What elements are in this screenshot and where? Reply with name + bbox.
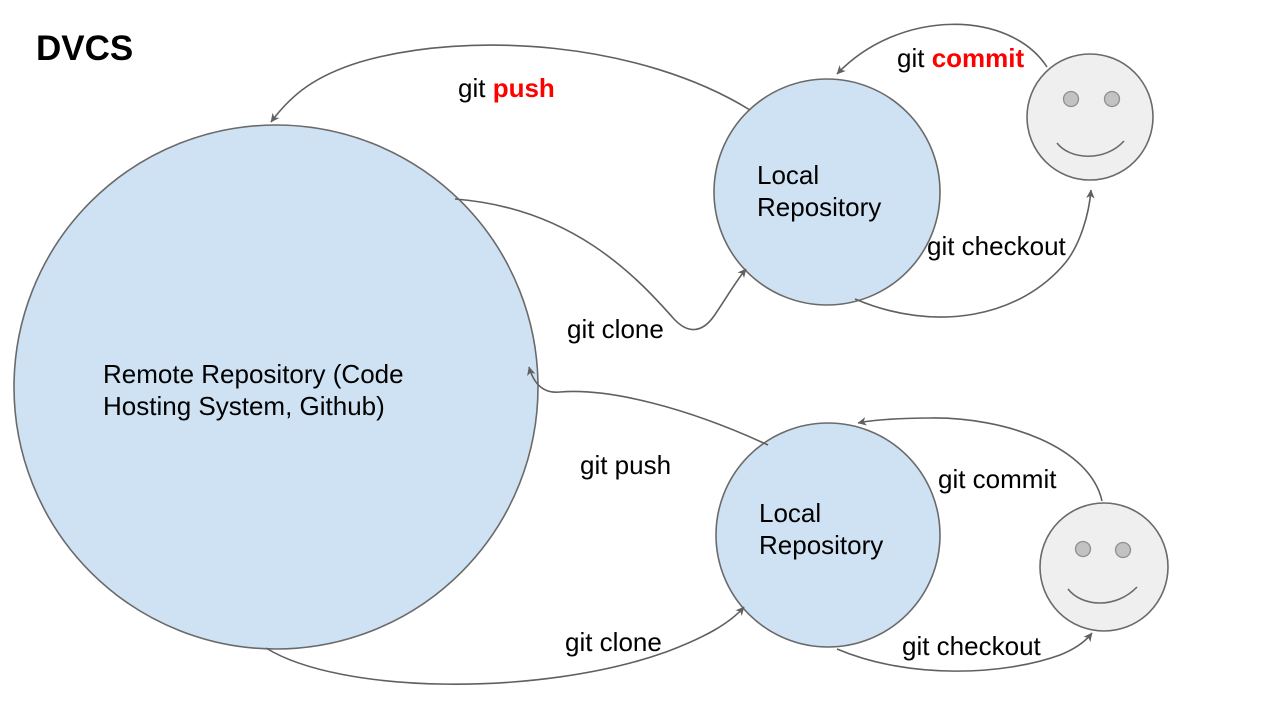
arrow-git-checkout-top [854, 189, 1095, 318]
smiley-right-eye-icon [1103, 90, 1121, 108]
edge-git-clone-bottom: git clone [265, 606, 745, 685]
local-repository-top-circle [713, 78, 941, 306]
edge-label-command: commit [932, 43, 1025, 73]
edge-label-git-push-top: git push [458, 73, 555, 103]
edge-label-command: push [493, 73, 555, 103]
user-smiley-top [1026, 53, 1154, 181]
smiley-right-eye-icon [1114, 541, 1132, 559]
remote-repository-label-line2: Hosting System, Github) [103, 391, 385, 421]
edge-git-push-bottom: git push [527, 366, 769, 480]
arrow-git-clone-top [454, 198, 747, 331]
smiley-face-icon [1039, 502, 1169, 632]
edge-label-git-commit-bottom: git commit [938, 464, 1057, 494]
edge-git-commit-bottom: git commit [857, 417, 1103, 502]
edge-label-prefix: git [458, 73, 493, 103]
edge-git-push-top: git push [270, 44, 751, 123]
remote-repository-label-line1: Remote Repository (Code [103, 359, 404, 389]
remote-repository-circle [13, 124, 539, 650]
node-local-repository-bottom: Local Repository [715, 422, 941, 648]
local-repository-bottom-label-line2: Repository [759, 530, 883, 560]
edge-label-git-checkout-top: git checkout [927, 231, 1067, 261]
page-title: DVCS [36, 29, 133, 68]
edge-git-checkout-top: git checkout [854, 189, 1095, 318]
local-repository-top-label-line1: Local [757, 160, 819, 190]
node-remote-repository: Remote Repository (Code Hosting System, … [13, 124, 539, 650]
edge-git-checkout-bottom: git checkout [836, 631, 1093, 672]
user-smiley-bottom [1039, 502, 1169, 632]
edge-label-prefix: git [897, 43, 932, 73]
arrow-git-commit-top [836, 23, 1048, 75]
smiley-left-eye-icon [1074, 540, 1092, 558]
local-repository-top-label-line2: Repository [757, 192, 881, 222]
node-local-repository-top: Local Repository [713, 78, 941, 306]
edge-label-git-clone-bottom: git clone [565, 627, 662, 657]
edge-git-commit-top: git commit [836, 23, 1048, 75]
local-repository-bottom-label-line1: Local [759, 498, 821, 528]
smiley-mouth-icon [1067, 586, 1138, 604]
arrow-git-clone-bottom [265, 606, 745, 685]
edge-label-git-clone-top: git clone [567, 314, 664, 344]
arrow-git-commit-bottom [857, 417, 1103, 502]
arrow-git-push-top [270, 44, 751, 123]
smiley-mouth-icon [1056, 140, 1125, 158]
edge-label-git-push-bottom: git push [580, 450, 671, 480]
edge-git-clone-top: git clone [454, 198, 747, 344]
edge-label-git-commit-top: git commit [897, 43, 1024, 73]
arrow-git-push-bottom [527, 366, 769, 446]
arrow-git-checkout-bottom [836, 632, 1093, 672]
smiley-left-eye-icon [1062, 90, 1080, 108]
local-repository-bottom-circle [715, 422, 941, 648]
edge-label-git-checkout-bottom: git checkout [902, 631, 1042, 661]
smiley-face-icon [1026, 53, 1154, 181]
